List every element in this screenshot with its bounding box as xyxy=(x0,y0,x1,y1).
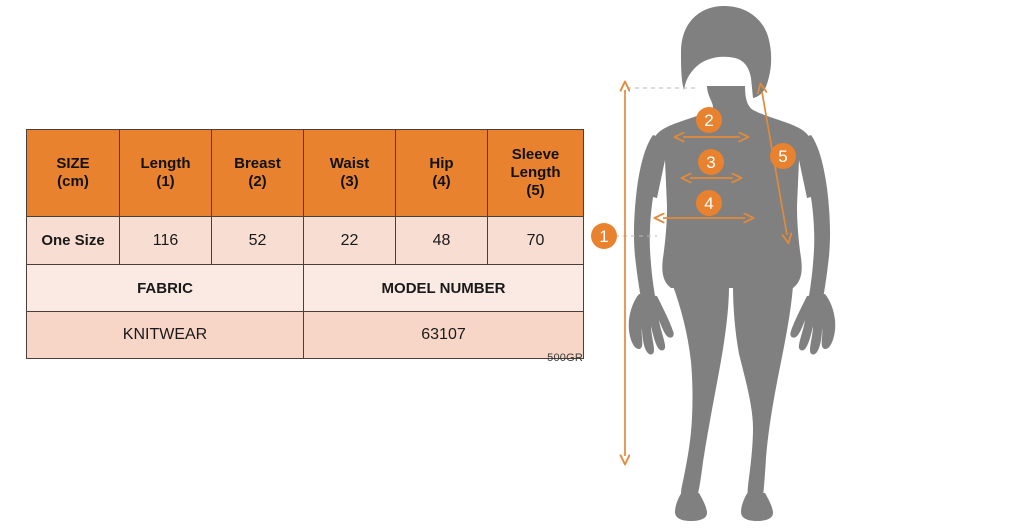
badge-4-label: 4 xyxy=(704,194,713,213)
header-line: Sleeve xyxy=(511,146,560,164)
header-line: SIZE xyxy=(56,155,90,173)
badge-3: 3 xyxy=(698,149,724,175)
badge-3-label: 3 xyxy=(706,153,715,172)
header-line: (4) xyxy=(432,173,451,190)
header-cell-sleeve-length: Sleeve Length (5) xyxy=(487,129,584,217)
model-number-label: MODEL NUMBER xyxy=(303,264,584,312)
header-line: (3) xyxy=(340,173,359,190)
fabric-label: FABRIC xyxy=(26,264,304,312)
cell-size: One Size xyxy=(26,216,120,265)
cell-hip: 48 xyxy=(395,216,488,265)
badge-4: 4 xyxy=(696,190,722,216)
header-line: (cm) xyxy=(57,173,89,190)
badge-5: 5 xyxy=(770,143,796,169)
size-chart-table: SIZE (cm) Length (1) Breast (2) Waist (3… xyxy=(26,129,584,359)
model-number-value: 63107 xyxy=(303,311,584,359)
header-line: Length xyxy=(510,164,561,182)
female-silhouette-diagram: 1 2 3 4 5 xyxy=(591,5,836,521)
header-cell-breast: Breast (2) xyxy=(211,129,304,217)
header-line: (5) xyxy=(526,181,545,199)
silhouette-body xyxy=(628,5,836,521)
info-header-row: FABRIC MODEL NUMBER xyxy=(26,264,584,312)
badge-2-label: 2 xyxy=(704,111,713,130)
header-cell-size: SIZE (cm) xyxy=(26,129,120,217)
info-value-row: KNITWEAR 63107 xyxy=(26,311,584,359)
table-header-row: SIZE (cm) Length (1) Breast (2) Waist (3… xyxy=(26,129,584,217)
badge-2: 2 xyxy=(696,107,722,133)
badge-5-label: 5 xyxy=(778,147,787,166)
header-line: Waist xyxy=(329,155,370,173)
cell-length: 116 xyxy=(119,216,212,265)
fabric-value: KNITWEAR xyxy=(26,311,304,359)
weight-note: 500GR xyxy=(547,352,583,364)
header-line: Hip xyxy=(429,155,454,173)
cell-waist: 22 xyxy=(303,216,396,265)
cell-sleeve-length: 70 xyxy=(487,216,584,265)
header-line: Breast xyxy=(234,155,281,173)
header-cell-hip: Hip (4) xyxy=(395,129,488,217)
header-cell-length: Length (1) xyxy=(119,129,212,217)
header-line: (1) xyxy=(156,173,175,190)
badge-1-label: 1 xyxy=(599,227,608,246)
cell-breast: 52 xyxy=(211,216,304,265)
header-cell-waist: Waist (3) xyxy=(303,129,396,217)
badge-1: 1 xyxy=(591,223,617,249)
measurement-figure-panel: 1 2 3 4 5 xyxy=(585,0,1024,532)
table-row: One Size 116 52 22 48 70 xyxy=(26,216,584,265)
header-line: Length xyxy=(140,155,191,173)
header-line: (2) xyxy=(248,173,267,190)
measurement-badges: 1 2 3 4 5 xyxy=(591,107,796,249)
